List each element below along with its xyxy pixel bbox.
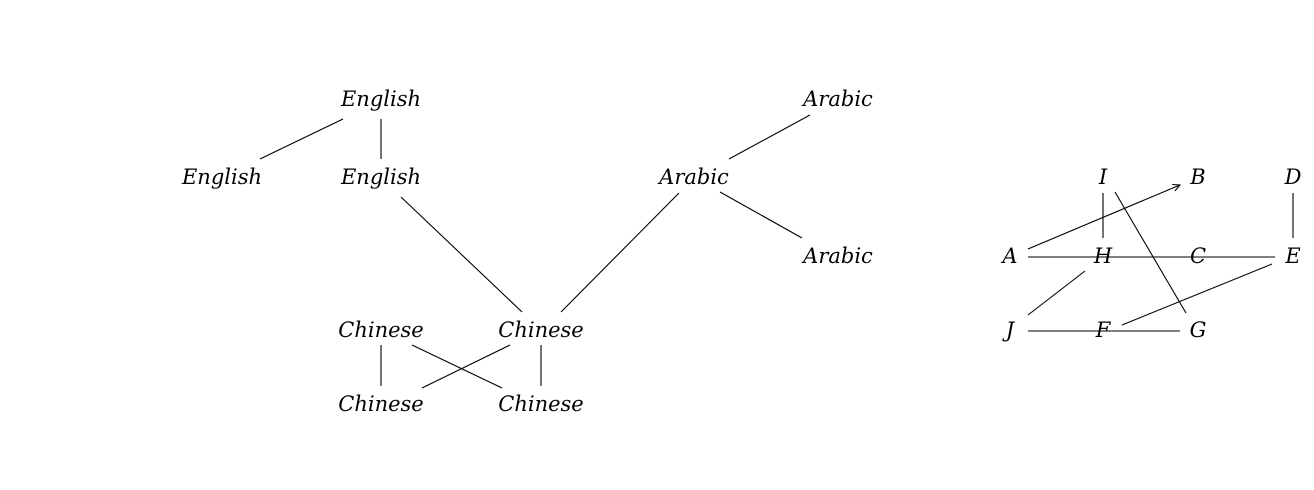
edge-i-g bbox=[1114, 191, 1187, 314]
node-english-left: English bbox=[181, 165, 262, 189]
edge-h-j bbox=[1027, 270, 1086, 316]
node-d: D bbox=[1284, 165, 1302, 189]
node-chinese-tl: Chinese bbox=[338, 318, 423, 342]
node-english-root: English bbox=[340, 87, 421, 111]
node-c: C bbox=[1190, 244, 1206, 268]
node-b: B bbox=[1189, 165, 1205, 189]
node-i: I bbox=[1098, 165, 1108, 189]
node-e: E bbox=[1284, 244, 1300, 268]
right-diagram-nodes: I B D A H C E J F G bbox=[1000, 165, 1301, 342]
edge-chinese-tr-chinese-bl bbox=[421, 344, 511, 389]
node-chinese-br: Chinese bbox=[498, 392, 583, 416]
edge-arabic-mid-chinese-tr bbox=[560, 192, 680, 313]
node-chinese-bl: Chinese bbox=[338, 392, 423, 416]
edge-english-mid-chinese-tr bbox=[400, 196, 523, 313]
node-english-mid: English bbox=[340, 165, 421, 189]
node-arabic-mid: Arabic bbox=[657, 165, 729, 189]
node-chinese-tr: Chinese bbox=[498, 318, 583, 342]
node-h: H bbox=[1093, 244, 1113, 268]
node-a: A bbox=[1000, 244, 1017, 268]
edge-f-e bbox=[1121, 263, 1273, 326]
edge-a-b-arrow bbox=[1027, 185, 1180, 250]
left-diagram-nodes: English English English Arabic Arabic Ar… bbox=[181, 87, 873, 416]
edge-chinese-tl-chinese-br bbox=[411, 344, 503, 389]
edge-arabic-top-arabic-mid bbox=[728, 114, 811, 160]
node-j: J bbox=[1002, 318, 1016, 342]
left-diagram-edges bbox=[259, 114, 811, 389]
node-arabic-top: Arabic bbox=[801, 87, 873, 111]
edge-arabic-mid-arabic-bottom bbox=[719, 191, 803, 239]
node-arabic-bottom: Arabic bbox=[801, 244, 873, 268]
node-g: G bbox=[1190, 318, 1207, 342]
right-diagram-edges bbox=[1027, 185, 1294, 332]
edge-english-root-english-left bbox=[259, 118, 344, 160]
node-f: F bbox=[1095, 318, 1112, 342]
